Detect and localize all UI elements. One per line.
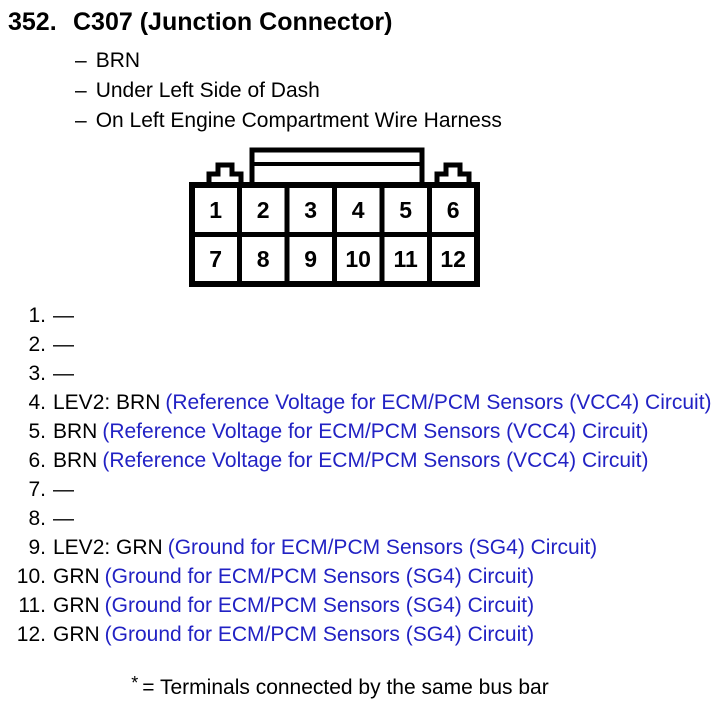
pin-number: 10. bbox=[16, 565, 46, 588]
dash-bullet: – bbox=[75, 49, 87, 72]
connector-pin-4: 4 bbox=[352, 197, 365, 223]
pin-wire: GRN bbox=[53, 623, 100, 646]
right-tab-shape bbox=[434, 162, 472, 188]
pin-number: 4. bbox=[28, 391, 46, 414]
pin-list: 1.— 2.— 3.— 4.LEV2: BRN(Reference Voltag… bbox=[0, 301, 712, 649]
pin-number: 5. bbox=[28, 420, 46, 443]
pin-wire: — bbox=[53, 304, 74, 327]
pin-row-9: 9. LEV2: GRN(Ground for ECM/PCM Sensors (… bbox=[0, 533, 712, 562]
pin-row-10: 10. GRN(Ground for ECM/PCM Sensors (SG4) … bbox=[0, 562, 712, 591]
connector-pin-11: 11 bbox=[394, 246, 419, 272]
pin-wire: — bbox=[53, 333, 74, 356]
pin-number: 7. bbox=[28, 478, 46, 501]
asterisk-symbol: * bbox=[131, 673, 139, 693]
pin-circuit: (Reference Voltage for ECM/PCM Sensors (… bbox=[165, 391, 712, 414]
pin-wire: LEV2: GRN bbox=[53, 536, 163, 559]
connector-pin-9: 9 bbox=[304, 246, 317, 272]
pin-row-6: 6. BRN(Reference Voltage for ECM/PCM Sens… bbox=[0, 446, 712, 475]
pin-wire: BRN bbox=[53, 449, 98, 472]
pin-number: 3. bbox=[28, 362, 46, 385]
pin-row-12: 12. GRN(Ground for ECM/PCM Sensors (SG4) … bbox=[0, 620, 712, 649]
connector-pin-2: 2 bbox=[257, 197, 270, 223]
pin-circuit: (Reference Voltage for ECM/PCM Sensors (… bbox=[102, 449, 649, 472]
pin-number: 2. bbox=[28, 333, 46, 356]
pin-row-2: 2. — bbox=[0, 330, 712, 359]
pin-row-8: 8. — bbox=[0, 504, 712, 533]
pin-row-5: 5. BRN(Reference Voltage for ECM/PCM Sens… bbox=[0, 417, 712, 446]
connector-pin-10: 10 bbox=[345, 246, 371, 272]
detail-location: –Under Left Side of Dash bbox=[75, 76, 502, 106]
pin-circuit: (Ground for ECM/PCM Sensors (SG4) Circui… bbox=[104, 623, 535, 646]
pin-wire: LEV2: BRN bbox=[53, 391, 161, 414]
detail-label: Under Left Side of Dash bbox=[95, 79, 320, 102]
page-title: 352. C307 (Junction Connector) bbox=[8, 8, 392, 37]
pin-circuit: (Ground for ECM/PCM Sensors (SG4) Circui… bbox=[104, 565, 535, 588]
pin-row-1: 1. — bbox=[0, 301, 712, 330]
pin-wire: GRN bbox=[53, 565, 100, 588]
pin-number: 1. bbox=[28, 304, 46, 327]
detail-harness: –On Left Engine Compartment Wire Harness bbox=[75, 106, 502, 136]
pin-row-11: 11. GRN(Ground for ECM/PCM Sensors (SG4) … bbox=[0, 591, 712, 620]
connector-pin-7: 7 bbox=[209, 246, 222, 272]
pin-number: 6. bbox=[28, 449, 46, 472]
connector-pin-3: 3 bbox=[304, 197, 317, 223]
connector-pin-5: 5 bbox=[399, 197, 412, 223]
pin-circuit: (Ground for ECM/PCM Sensors (SG4) Circui… bbox=[104, 594, 535, 617]
pin-wire: — bbox=[53, 362, 74, 385]
pin-row-4: 4. LEV2: BRN(Reference Voltage for ECM/PC… bbox=[0, 388, 712, 417]
pin-wire: — bbox=[53, 478, 74, 501]
pin-number: 11. bbox=[18, 594, 46, 617]
connector-pin-1: 1 bbox=[209, 197, 222, 223]
pin-row-3: 3. — bbox=[0, 359, 712, 388]
connector-details: –BRN –Under Left Side of Dash –On Left E… bbox=[75, 46, 502, 136]
pin-row-7: 7. — bbox=[0, 475, 712, 504]
dash-bullet: – bbox=[75, 79, 87, 102]
connector-pin-12: 12 bbox=[440, 246, 466, 272]
pin-number: 9. bbox=[28, 536, 46, 559]
pin-circuit: (Reference Voltage for ECM/PCM Sensors (… bbox=[102, 420, 649, 443]
pin-circuit: (Ground for ECM/PCM Sensors (SG4) Circui… bbox=[167, 536, 598, 559]
latch-shape bbox=[249, 147, 425, 188]
pin-wire: — bbox=[53, 507, 74, 530]
pin-wire: BRN bbox=[53, 420, 98, 443]
connector-diagram: 1 2 3 4 5 6 7 8 9 10 11 12 bbox=[189, 147, 480, 287]
detail-label: On Left Engine Compartment Wire Harness bbox=[95, 109, 502, 132]
entry-number: 352. bbox=[8, 8, 57, 36]
connector-title: C307 (Junction Connector) bbox=[73, 8, 393, 36]
dash-bullet: – bbox=[75, 109, 87, 132]
bus-bar-footnote: *= Terminals connected by the same bus b… bbox=[0, 673, 680, 700]
pin-number: 12. bbox=[16, 623, 46, 646]
pin-number: 8. bbox=[28, 507, 46, 530]
connector-pin-6: 6 bbox=[447, 197, 460, 223]
footnote-text: = Terminals connected by the same bus ba… bbox=[142, 676, 549, 699]
connector-pin-8: 8 bbox=[257, 246, 270, 272]
left-tab-shape bbox=[206, 162, 244, 188]
pin-wire: GRN bbox=[53, 594, 100, 617]
detail-label: BRN bbox=[95, 49, 141, 72]
detail-wire-color: –BRN bbox=[75, 46, 502, 76]
